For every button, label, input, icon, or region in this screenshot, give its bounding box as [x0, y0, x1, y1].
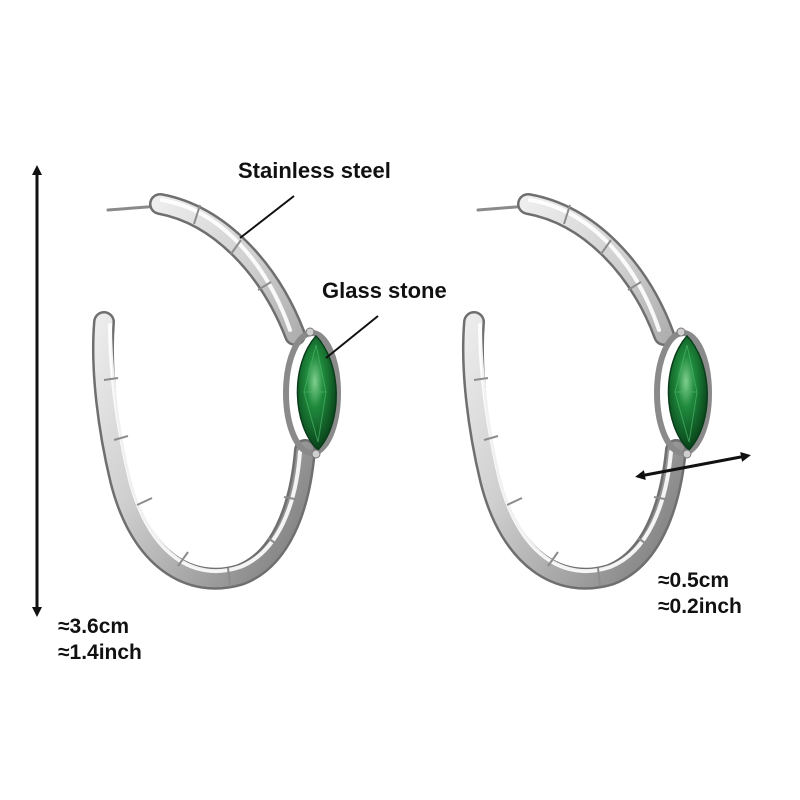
hoop-right	[464, 195, 685, 588]
width-inch-label: ≈0.2inch	[658, 595, 742, 618]
stone-leader-line	[325, 315, 379, 359]
glass-stone-left	[283, 327, 341, 459]
earring-right	[461, 193, 712, 590]
bamboo-joints-right	[473, 204, 671, 586]
height-inch-label: ≈1.4inch	[58, 641, 142, 664]
width-dimension-arrow	[635, 452, 751, 480]
hoop-left	[94, 195, 314, 588]
width-cm-label: ≈0.5cm	[658, 569, 730, 592]
material-label: Stainless steel	[238, 158, 391, 183]
material-leader-line	[239, 195, 295, 239]
glass-stone-right	[654, 327, 712, 459]
bamboo-joints-left	[103, 204, 301, 586]
height-cm-label: ≈3.6cm	[58, 615, 130, 638]
stone-label: Glass stone	[322, 278, 447, 303]
earring-left	[91, 193, 341, 590]
